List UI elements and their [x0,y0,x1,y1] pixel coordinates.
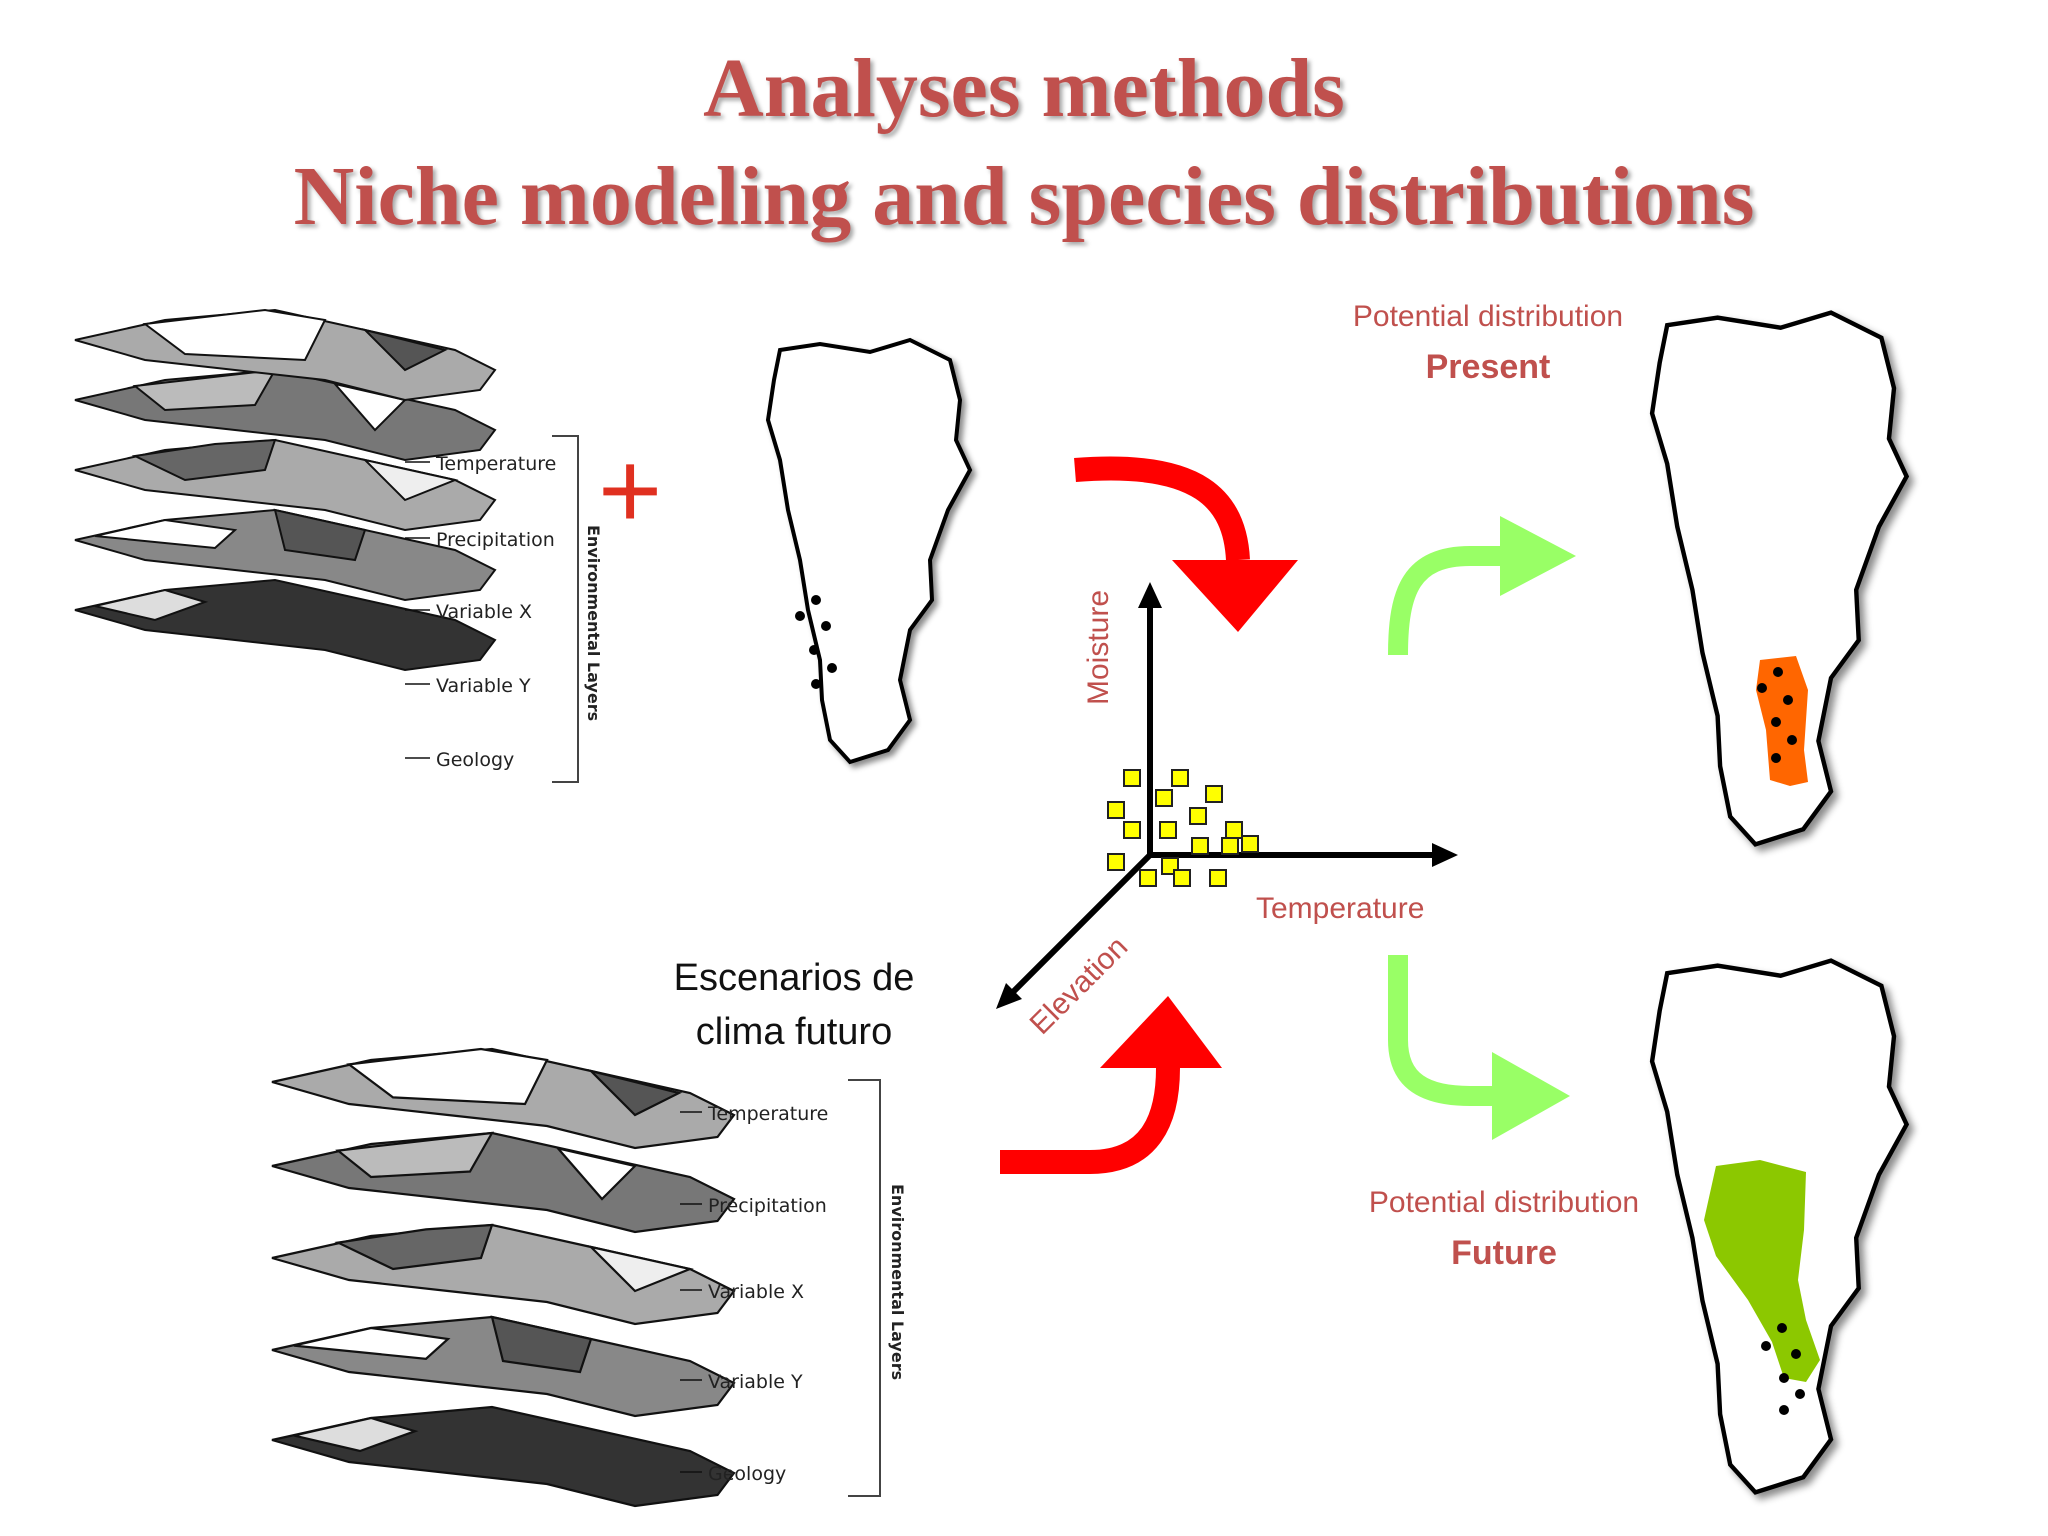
occurrence-points [795,595,837,689]
environmental-occurrence-markers [1107,769,1259,887]
red-arrow-down-icon [1074,456,1298,632]
layer-label-precipitation: Precipitation [436,529,555,551]
layer-label-variable-y: Variable Y [436,675,531,697]
layer-label-geology: Geology [436,749,514,771]
bracket-label-bottom: Environmental Layers [888,1184,907,1380]
future-sublabel: Future [1451,1234,1557,1272]
environmental-layers-stack-top: Temperature Precipitation Variable X Var… [74,308,603,783]
future-scenarios-line1: Escenarios de [674,957,915,999]
green-arrow-down-icon [1388,955,1570,1140]
slide-title-line2: Niche modeling and species distributions [293,150,1755,243]
future-label: Potential distribution [1369,1186,1639,1219]
layer-label-precipitation-bottom: Precipitation [708,1195,827,1217]
red-arrow-up-icon [1000,996,1222,1174]
layer-label-variable-x: Variable X [436,601,532,623]
bracket-label-top: Environmental Layers [584,525,603,721]
layer-label-variable-x-bottom: Variable X [708,1281,804,1303]
future-scenarios-line2: clima futuro [696,1011,892,1053]
environmental-layers-stack-bottom: Temperature Precipitation Variable X Var… [271,1047,907,1508]
layer-label-geology-bottom: Geology [708,1463,786,1485]
future-range-area [1704,1160,1820,1382]
slide-title-line1: Analyses methods [703,42,1345,135]
plus-icon: + [598,429,662,552]
present-range-area [1756,656,1808,786]
layer-label-temperature-bottom: Temperature [707,1103,828,1125]
layer-label-variable-y-bottom: Variable Y [708,1371,803,1393]
axis-label-temperature: Temperature [1256,892,1424,925]
axis-label-moisture: Moisture [1082,590,1115,705]
present-label: Potential distribution [1353,300,1623,333]
layer-label-temperature: Temperature [435,453,556,475]
axis-label-elevation: Elevation [1024,930,1135,1041]
green-arrow-up-icon [1388,516,1576,656]
present-sublabel: Present [1426,348,1551,386]
island-occurrence-map [766,338,972,764]
